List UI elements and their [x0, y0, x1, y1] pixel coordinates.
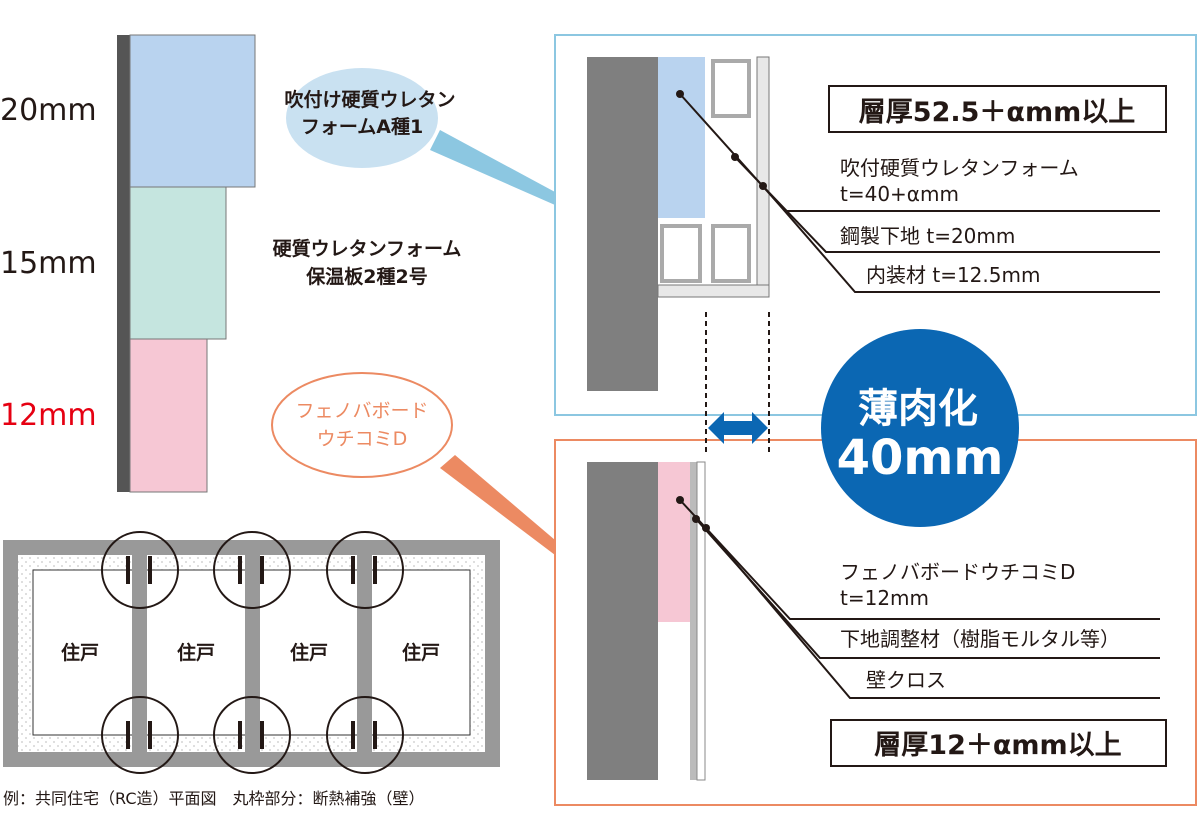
unit-label: 住戸: [177, 641, 215, 664]
upper-total-box: [828, 85, 1167, 133]
reduction-badge-title: 薄肉化: [858, 386, 978, 432]
upper-layer-3: 内装材 t=12.5mm: [866, 263, 1040, 287]
reduction-badge: [821, 329, 1019, 527]
reduction-indicator: 薄肉化 40mm: [705, 312, 1019, 527]
thickness-comparison: 20mm 15mm 12mm 吹付け硬質ウレタン フォームA種1 硬質ウレタンフ…: [0, 34, 555, 555]
material-name-board-1: 硬質ウレタンフォーム: [273, 237, 462, 260]
double-arrow-icon: [708, 412, 768, 444]
callout-pointer-blue: [430, 130, 555, 205]
concrete-wall: [587, 462, 658, 780]
upper-layer-2: 鋼製下地 t=20mm: [840, 224, 1015, 248]
material-name-phenol-1: フェノバボード: [295, 400, 428, 422]
upper-total-thickness: 層厚52.5＋αmm以上: [859, 97, 1135, 128]
steel-stud: [711, 224, 751, 283]
thickness-label-12: 12mm: [0, 398, 97, 433]
lower-total-box: [830, 719, 1167, 767]
unit-label: 住戸: [61, 641, 99, 664]
bottom-runner: [657, 284, 770, 298]
phenol-board-layer: [658, 462, 690, 622]
reinforcement-circle: [326, 531, 404, 609]
material-name-urethane-1: 吹付け硬質ウレタン: [284, 88, 455, 111]
material-name-urethane-2: フォームA種1: [301, 116, 423, 138]
material-name-board-2: 保温板2種2号: [305, 265, 427, 288]
lower-layer-2: 下地調整材（樹脂モルタル等）: [840, 627, 1120, 651]
lower-layer-3: 壁クロス: [866, 668, 946, 692]
partition-wall: [357, 555, 372, 752]
lower-layer-1-name: フェノバボードウチコミD: [840, 560, 1075, 584]
lower-layer-1-thickness: t=12mm: [840, 586, 929, 610]
callout-pointer-orange: [440, 455, 555, 555]
wall-strip: [117, 35, 130, 492]
reinforcement-circle: [213, 696, 291, 774]
reinforcement-circle: [101, 531, 179, 609]
reinforcement-circle: [326, 696, 404, 774]
thickness-label-20: 20mm: [0, 93, 97, 128]
wall-cloth-layer: [696, 461, 706, 781]
unit-label: 住戸: [290, 641, 328, 664]
material-name-phenol-2: ウチコミD: [317, 428, 408, 450]
reinforcement-circle: [101, 696, 179, 774]
lower-total-thickness: 層厚12＋αmm以上: [874, 730, 1121, 761]
concrete-wall: [587, 57, 658, 391]
upper-layer-1-thickness: t=40+αmm: [840, 182, 959, 206]
steel-stud: [660, 224, 702, 283]
material-bubble-phenol: [271, 372, 453, 478]
urethane-spray-block: [129, 34, 256, 188]
reduction-badge-value: 40mm: [837, 430, 1004, 486]
reinforcement-circle: [213, 531, 291, 609]
partition-wall: [245, 555, 260, 752]
material-bubble-urethane: [286, 68, 438, 168]
unit-label: 住戸: [402, 641, 440, 664]
interior-board: [756, 56, 770, 298]
thickness-label-15: 15mm: [0, 246, 97, 281]
spray-urethane-layer: [658, 57, 705, 218]
plan-caption: 例：共同住宅（RC造）平面図 丸枠部分：断熱補強（壁）: [3, 789, 425, 808]
partition-wall: [132, 555, 147, 752]
upper-layer-1-name: 吹付硬質ウレタンフォーム: [840, 156, 1079, 180]
mortar-layer: [690, 462, 697, 780]
urethane-board-block: [129, 186, 227, 340]
floor-plan: 住戸 住戸 住戸 住戸 例：共同住宅（RC造）平面図 丸枠部分：断熱補強（壁）: [3, 531, 500, 808]
phenol-board-block: [129, 338, 208, 493]
steel-stud: [711, 59, 751, 118]
lower-wall-section: フェノバボードウチコミD t=12mm 下地調整材（樹脂モルタル等） 壁クロス …: [554, 439, 1197, 806]
